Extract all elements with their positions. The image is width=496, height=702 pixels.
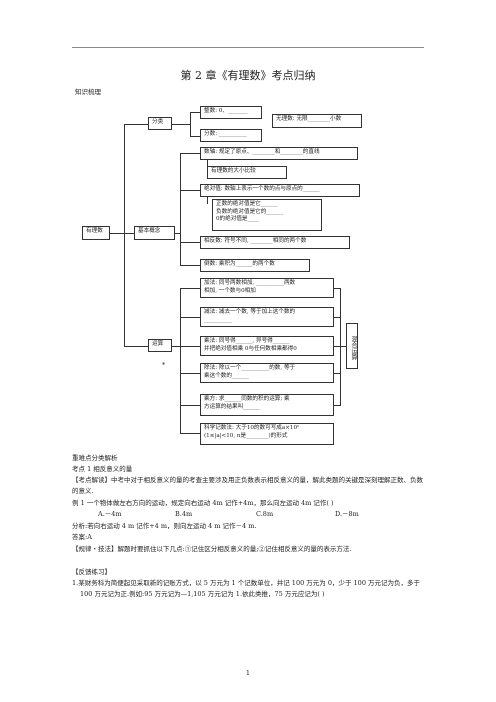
connector bbox=[180, 346, 200, 347]
connector bbox=[180, 317, 200, 318]
operations-node: 运算 bbox=[148, 339, 172, 352]
abs-rule-negative: 负数的绝对值是它的______ bbox=[216, 208, 284, 215]
division-box: 除法: 除以一个__________的数, 等于 乘这个数的______ bbox=[200, 363, 334, 383]
subtraction-line-1: 减法: 减去一个数, 等于加上这个数的 bbox=[204, 309, 296, 315]
sci-line-2: (1≤|a|<10, n是________)的形式 bbox=[204, 432, 288, 439]
page-title: 第 2 章《有理数》考点归纳 bbox=[180, 69, 316, 82]
opposite-number-box: 相反数: 符号不同, ________相同的两个数 bbox=[200, 236, 350, 249]
fraction-box: 分数: __________ bbox=[200, 129, 262, 142]
connector bbox=[334, 405, 340, 406]
division-line-2: 乘这个数的______ bbox=[204, 372, 249, 379]
connector bbox=[334, 317, 340, 318]
connector bbox=[180, 242, 200, 243]
connector bbox=[172, 346, 180, 347]
abs-rule-positive: 正数的绝对值是它______ bbox=[216, 201, 278, 207]
exponent-line-1: 乘方: 求______同数的积的运算; 乘 bbox=[204, 396, 290, 402]
connector bbox=[334, 346, 340, 347]
subtraction-line-2: __________ bbox=[204, 316, 232, 323]
connector bbox=[180, 190, 200, 191]
addition-line-2: 相加, 一个数与0相加 bbox=[204, 287, 256, 294]
connector bbox=[190, 112, 191, 136]
number-line-box: 数轴: 规定了原点、________和________的直线 bbox=[200, 147, 358, 160]
connector bbox=[124, 233, 134, 234]
option-d: D.－8m bbox=[335, 510, 359, 518]
connector bbox=[207, 196, 208, 204]
abs-rule-zero: 0的绝对值是____ bbox=[216, 216, 259, 222]
answer: 答案:A bbox=[72, 533, 92, 541]
header-rule bbox=[72, 47, 424, 48]
connector bbox=[334, 288, 340, 289]
connector bbox=[340, 288, 341, 406]
connector bbox=[180, 153, 181, 265]
connector bbox=[110, 233, 124, 234]
exponent-box: 乘方: 求______同数的积的运算; 乘 方运算的结果叫______ bbox=[200, 394, 334, 416]
classification-node: 分类 bbox=[148, 117, 172, 130]
heading-difficulty: 重难点分类解析 bbox=[72, 454, 118, 462]
connector bbox=[190, 136, 200, 137]
reciprocal-box: 倒数: 乘积为______的两个数 bbox=[200, 259, 310, 272]
integer-box: 整数: 0、_______ bbox=[200, 106, 262, 119]
kaodian-explanation: 【考点解读】中考中对于相反意义的量的考查主要涉及用正负数表示相反意义的量，解此类… bbox=[72, 476, 423, 495]
feedback-heading: 【反馈练习】 bbox=[72, 568, 111, 576]
sci-line-1: 科学记数法: 大于10的数可写成a×10ⁿ bbox=[204, 425, 300, 431]
multiplication-line-1: 乘法: 同号得______, 异号得______ bbox=[204, 338, 290, 344]
irrational-box: 无理数: 无限________小数 bbox=[272, 114, 362, 128]
root-node: 有理数 bbox=[82, 226, 110, 240]
connector bbox=[180, 373, 200, 374]
absolute-value-box: 绝对值: 数轴上表示一个数的点与原点的______ bbox=[200, 184, 360, 197]
option-c: C.8m bbox=[256, 510, 274, 518]
kaodian-title: 考点 1 相反意义的量 bbox=[72, 465, 133, 473]
connector bbox=[124, 124, 148, 125]
connector bbox=[180, 288, 200, 289]
question-1: 1.某财务科为简便起见采取新的记账方式，以 5 万元为 1 个记数单位，并记 1… bbox=[72, 579, 421, 598]
connector bbox=[340, 346, 346, 347]
addition-line-1: 加法: 同号两数相加, __________两数 bbox=[204, 280, 296, 286]
mixed-operations-box: 混合运算 bbox=[346, 323, 358, 369]
options-row: A.－4m B.4m C.8m D.－8m bbox=[98, 509, 418, 520]
connector bbox=[124, 124, 125, 346]
subtraction-box: 减法: 减去一个数, 等于加上这个数的 __________ bbox=[200, 307, 334, 327]
division-line-1: 除法: 除以一个__________的数, 等于 bbox=[204, 365, 296, 371]
addition-box: 加法: 同号两数相加, __________两数 相加, 一个数与0相加 bbox=[200, 278, 334, 298]
page-number: 1 bbox=[245, 669, 251, 677]
section-label: 知识梳理 bbox=[75, 88, 101, 96]
option-b: B.4m bbox=[175, 510, 193, 518]
scientific-notation-box: 科学记数法: 大于10的数可写成a×10ⁿ (1≤|a|<10, n是_____… bbox=[200, 423, 334, 445]
connector bbox=[334, 373, 340, 374]
compare-box: 有理数的大小比较 bbox=[207, 166, 287, 179]
connector bbox=[172, 124, 190, 125]
rule-technique: 【规律・技法】解题时要抓住以下几点:①记住区分相反意义的量;②记住相反意义的量的… bbox=[72, 545, 352, 553]
connector bbox=[180, 153, 200, 154]
multiplication-line-2: 并把绝对值相乘 0与任何数相乘都得0 bbox=[204, 345, 297, 352]
connector bbox=[180, 433, 200, 434]
multiplication-box: 乘法: 同号得______, 异号得______ 并把绝对值相乘 0与任何数相乘… bbox=[200, 336, 334, 356]
connector bbox=[180, 405, 200, 406]
basic-concepts-node: 基本概念 bbox=[134, 226, 175, 240]
exponent-line-2: 方运算的结果叫______ bbox=[204, 403, 260, 410]
connector bbox=[180, 265, 200, 266]
example-1: 例 1 一个物体做左右方向的运动，规定向右运动 4m 记作+4m，那么向左运动 … bbox=[72, 499, 334, 507]
connector bbox=[180, 288, 181, 433]
connector bbox=[190, 112, 200, 113]
absolute-value-rules-box: 正数的绝对值是它______ 负数的绝对值是它的______ 0的绝对值是___… bbox=[212, 199, 322, 231]
connector bbox=[207, 160, 208, 170]
option-a: A.－4m bbox=[98, 510, 122, 518]
connector bbox=[175, 233, 180, 234]
asterisk-mark: * bbox=[162, 361, 166, 369]
analysis: 分析:若向右运动 4 m 记作+4 m，则向左运动 4 m 记作－4 m. bbox=[72, 522, 257, 530]
connector bbox=[124, 346, 148, 347]
